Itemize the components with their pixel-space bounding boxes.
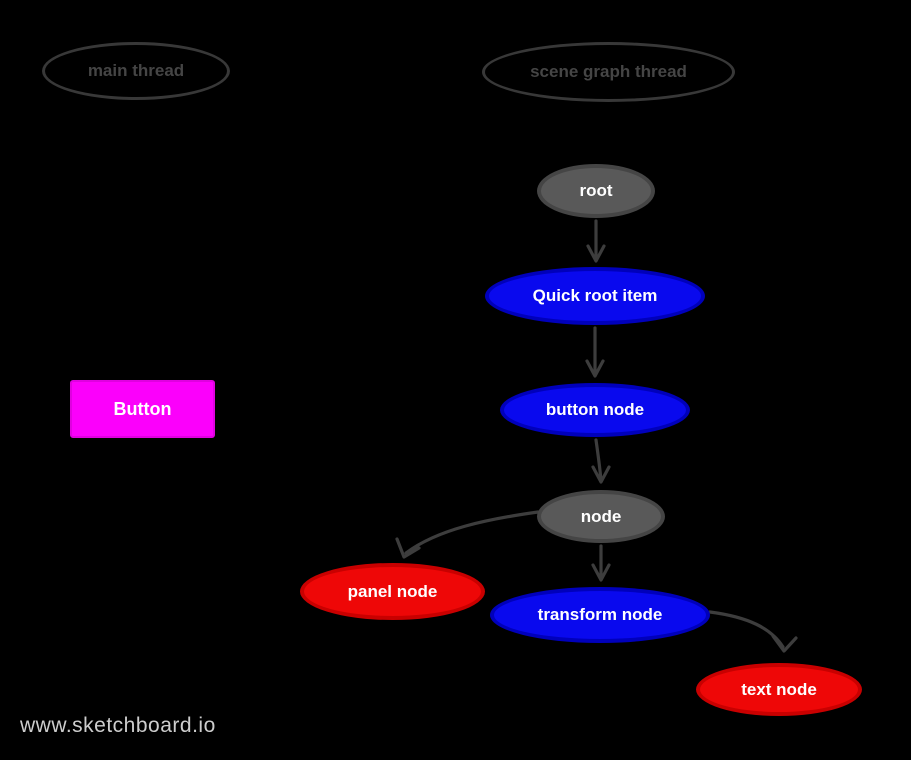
node-button-node: button node: [500, 383, 690, 437]
main-thread-label: main thread: [87, 61, 185, 80]
node-quick-root-item-label: Quick root item: [532, 286, 658, 305]
edge-button-node-to-node: [591, 438, 611, 484]
button-shape: Button: [70, 380, 215, 438]
scene-graph-thread-ellipse: scene graph thread: [482, 42, 735, 102]
node-node-label: node: [580, 506, 622, 526]
node-quick-root-item: Quick root item: [485, 267, 705, 325]
node-panel-node: panel node: [300, 563, 485, 620]
scene-graph-thread-label: scene graph thread: [530, 62, 687, 81]
edge-quick-root-item-to-button-node: [585, 326, 605, 378]
node-transform-node-label: transform node: [537, 605, 663, 624]
node-panel-node-label: panel node: [347, 581, 438, 601]
node-root-label: root: [579, 181, 613, 200]
main-thread-ellipse: main thread: [42, 42, 230, 100]
button-shape-label: Button: [113, 398, 172, 419]
edge-transform-node-to-text-node: [708, 610, 798, 653]
sketchboard-watermark: www.sketchboard.io: [20, 714, 216, 737]
edge-node-to-transform-node: [591, 544, 611, 582]
edge-node-to-panel-node: [395, 510, 540, 559]
node-text-node-label: text node: [741, 679, 817, 699]
node-transform-node: transform node: [490, 587, 710, 643]
node-root: root: [537, 164, 655, 218]
node-button-node-label: button node: [545, 400, 645, 419]
node-text-node: text node: [696, 663, 862, 716]
node-node: node: [537, 490, 665, 543]
edge-root-to-quick-root-item: [586, 219, 606, 263]
